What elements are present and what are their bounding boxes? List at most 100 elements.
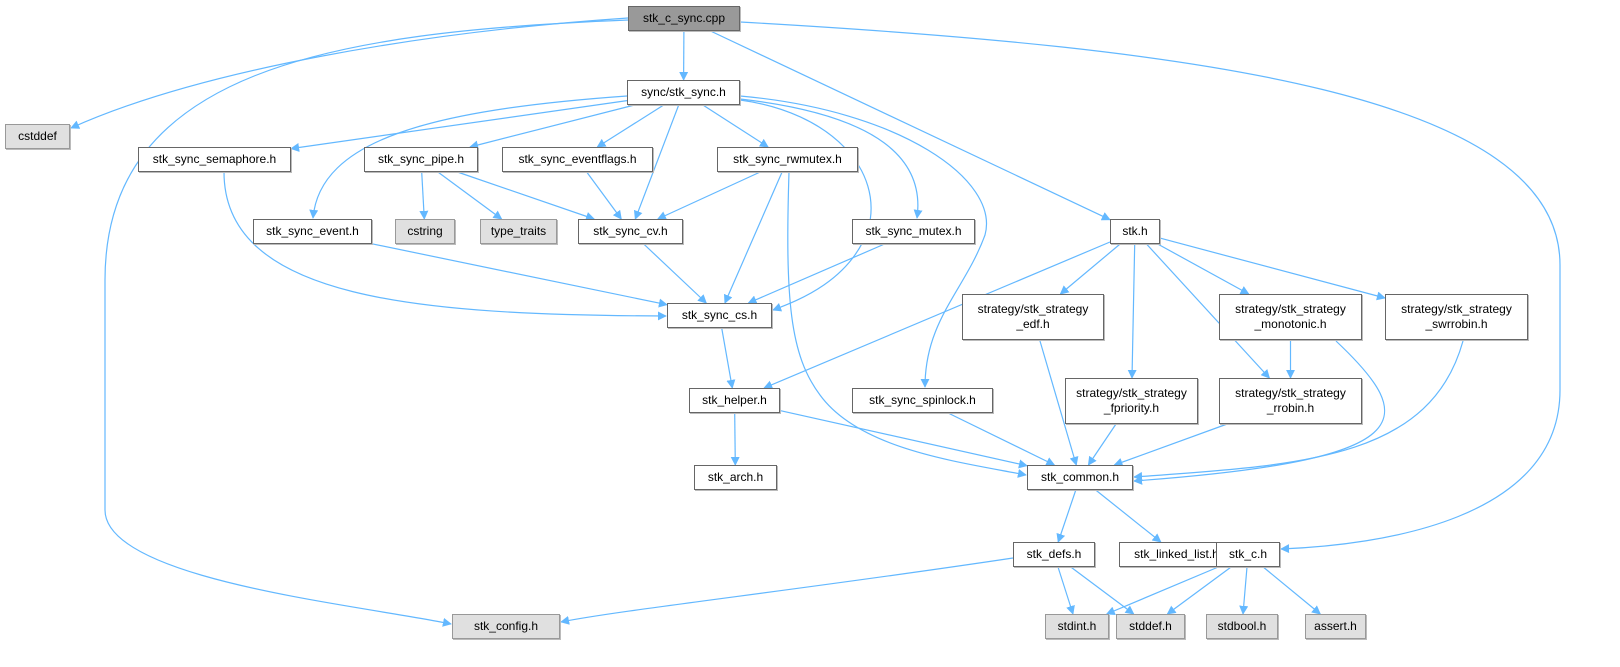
edge-stk-to-rrobin <box>1146 243 1271 379</box>
node-label: stddef.h <box>1129 619 1172 633</box>
node-sync-stk-sync-h[interactable]: sync/stk_sync.h <box>627 80 740 105</box>
node-strategy-swrrobin-h[interactable]: strategy/stk_strategy_swrrobin.h <box>1385 294 1528 340</box>
node-strategy-monotonic-h[interactable]: strategy/stk_strategy_monotonic.h <box>1219 294 1362 340</box>
node-type-traits: type_traits <box>480 219 557 244</box>
node-label: stk_common.h <box>1040 470 1120 484</box>
edge-pipe-to-type_traits <box>437 171 503 220</box>
edge-common-to-linked_list <box>1095 489 1162 543</box>
node-label: cstring <box>407 224 443 238</box>
edge-stk_c-to-stdint <box>1105 566 1219 616</box>
edge-sync-to-eventflags <box>596 104 665 148</box>
node-label: stk_sync_pipe.h <box>377 152 465 166</box>
edge-sync-to-cs <box>739 99 872 312</box>
node-strategy-rrobin-h[interactable]: strategy/stk_strategy_rrobin.h <box>1219 378 1362 424</box>
node-label: stk_config.h <box>473 619 539 633</box>
node-stk-sync-cv-h[interactable]: stk_sync_cv.h <box>578 219 683 244</box>
node-label: stdbool.h <box>1217 619 1267 633</box>
node-label-line1: strategy/stk_strategy <box>1235 302 1346 316</box>
edge-defs-to-stdint <box>1057 566 1075 615</box>
node-stk-sync-spinlock-h[interactable]: stk_sync_spinlock.h <box>852 388 993 413</box>
node-label-line2: _monotonic.h <box>1254 317 1327 331</box>
node-label: stk_c_sync.cpp <box>642 11 726 25</box>
node-label: stk_sync_mutex.h <box>865 224 962 238</box>
node-stk-c-h[interactable]: stk_c.h <box>1216 542 1280 567</box>
node-stdint-h: stdint.h <box>1045 614 1109 639</box>
edge-event-to-cs <box>371 243 668 308</box>
node-label: stk_helper.h <box>702 393 767 407</box>
node-label-line1: strategy/stk_strategy <box>1076 386 1187 400</box>
node-stk-c-sync-cpp[interactable]: stk_c_sync.cpp <box>628 6 740 31</box>
node-stk-sync-event-h[interactable]: stk_sync_event.h <box>253 219 372 244</box>
edge-stk-to-fpriority <box>1127 243 1137 379</box>
node-stk-config-h: stk_config.h <box>452 614 560 639</box>
node-stk-sync-cs-h[interactable]: stk_sync_cs.h <box>667 303 772 328</box>
edge-pipe-to-cstring <box>419 171 429 220</box>
edge-root-to-config <box>104 19 629 627</box>
node-label: cstddef <box>18 129 57 143</box>
node-stk-sync-rwmutex-h[interactable]: stk_sync_rwmutex.h <box>717 147 858 172</box>
node-label: sync/stk_sync.h <box>641 85 726 99</box>
edge-eventflags-to-cv <box>586 171 622 220</box>
node-stk-sync-mutex-h[interactable]: stk_sync_mutex.h <box>852 219 975 244</box>
node-strategy-edf-h[interactable]: strategy/stk_strategy_edf.h <box>962 294 1104 340</box>
node-label-line2: _fpriority.h <box>1103 401 1160 415</box>
edge-root-to-stk <box>710 30 1111 221</box>
edge-stk-to-edf <box>1059 243 1121 295</box>
edge-sync-to-semaphore <box>290 100 628 152</box>
edge-stk-to-monotonic <box>1157 243 1250 295</box>
edge-cs-to-helper <box>721 327 736 389</box>
edge-fpriority-to-common <box>1087 423 1117 466</box>
edge-stk-to-helper <box>763 241 1111 389</box>
node-label: stk_linked_list.h <box>1134 547 1219 561</box>
node-stddef-h: stddef.h <box>1116 614 1185 639</box>
edge-rwmutex-to-common <box>787 171 1027 478</box>
edge-common-to-defs <box>1056 489 1077 543</box>
node-label-line2: _rrobin.h <box>1266 401 1315 415</box>
node-label: stk.h <box>1122 224 1148 238</box>
node-label: type_traits <box>490 224 547 238</box>
edge-cv-to-cs <box>643 243 707 304</box>
edge-defs-to-stddef <box>1070 566 1135 615</box>
edge-swrobin-to-common <box>1133 340 1464 481</box>
node-stk-common-h[interactable]: stk_common.h <box>1027 465 1133 490</box>
edge-pipe-to-cv <box>457 171 595 221</box>
edge-mutex-to-cs <box>747 243 885 304</box>
node-label: stk_sync_event.h <box>266 224 359 238</box>
edge-sync-to-cv <box>633 104 680 220</box>
node-label: stk_sync_semaphore.h <box>152 152 277 166</box>
node-strategy-fpriority-h[interactable]: strategy/stk_strategy_fpriority.h <box>1065 378 1198 424</box>
node-stk-arch-h[interactable]: stk_arch.h <box>694 465 777 490</box>
node-stk-sync-eventflags-h[interactable]: stk_sync_eventflags.h <box>502 147 653 172</box>
node-stk-h[interactable]: stk.h <box>1110 219 1160 244</box>
node-cstddef: cstddef <box>5 124 70 149</box>
edge-monotonic-to-common <box>1133 340 1386 485</box>
edge-defs-to-config <box>560 557 1014 625</box>
edge-helper-to-arch <box>730 412 740 466</box>
edge-edf-to-common <box>1039 339 1079 466</box>
node-label-line1: strategy/stk_strategy <box>1235 386 1346 400</box>
edge-rrobin-to-common <box>1113 423 1228 467</box>
node-label-line2: _swrrobin.h <box>1425 317 1488 331</box>
node-cstring: cstring <box>395 219 455 244</box>
node-label: stk_sync_cs.h <box>681 308 758 322</box>
edge-stk_c-to-stdbool <box>1239 566 1249 615</box>
edge-stk_c-to-assert <box>1262 566 1321 615</box>
node-label: stk_c.h <box>1228 547 1267 561</box>
node-label-line1: strategy/stk_strategy <box>977 302 1089 316</box>
edge-spinlock-to-common <box>947 412 1056 466</box>
node-label: stk_sync_rwmutex.h <box>733 152 842 166</box>
node-stk-helper-h[interactable]: stk_helper.h <box>689 388 780 413</box>
edge-rwmutex-to-cv <box>656 171 761 220</box>
node-stk-sync-pipe-h[interactable]: stk_sync_pipe.h <box>364 147 478 172</box>
node-label: stk_defs.h <box>1026 547 1082 561</box>
edge-rwmutex-to-cs <box>724 171 783 304</box>
node-label: stk_sync_cv.h <box>593 224 668 238</box>
node-stk-defs-h[interactable]: stk_defs.h <box>1013 542 1095 567</box>
node-label: stdint.h <box>1057 619 1097 633</box>
node-stdbool-h: stdbool.h <box>1206 614 1278 639</box>
edge-sync-to-rwmutex <box>702 104 769 148</box>
node-stk-sync-semaphore-h[interactable]: stk_sync_semaphore.h <box>138 147 291 172</box>
edge-root-to-cstddef <box>70 17 629 129</box>
